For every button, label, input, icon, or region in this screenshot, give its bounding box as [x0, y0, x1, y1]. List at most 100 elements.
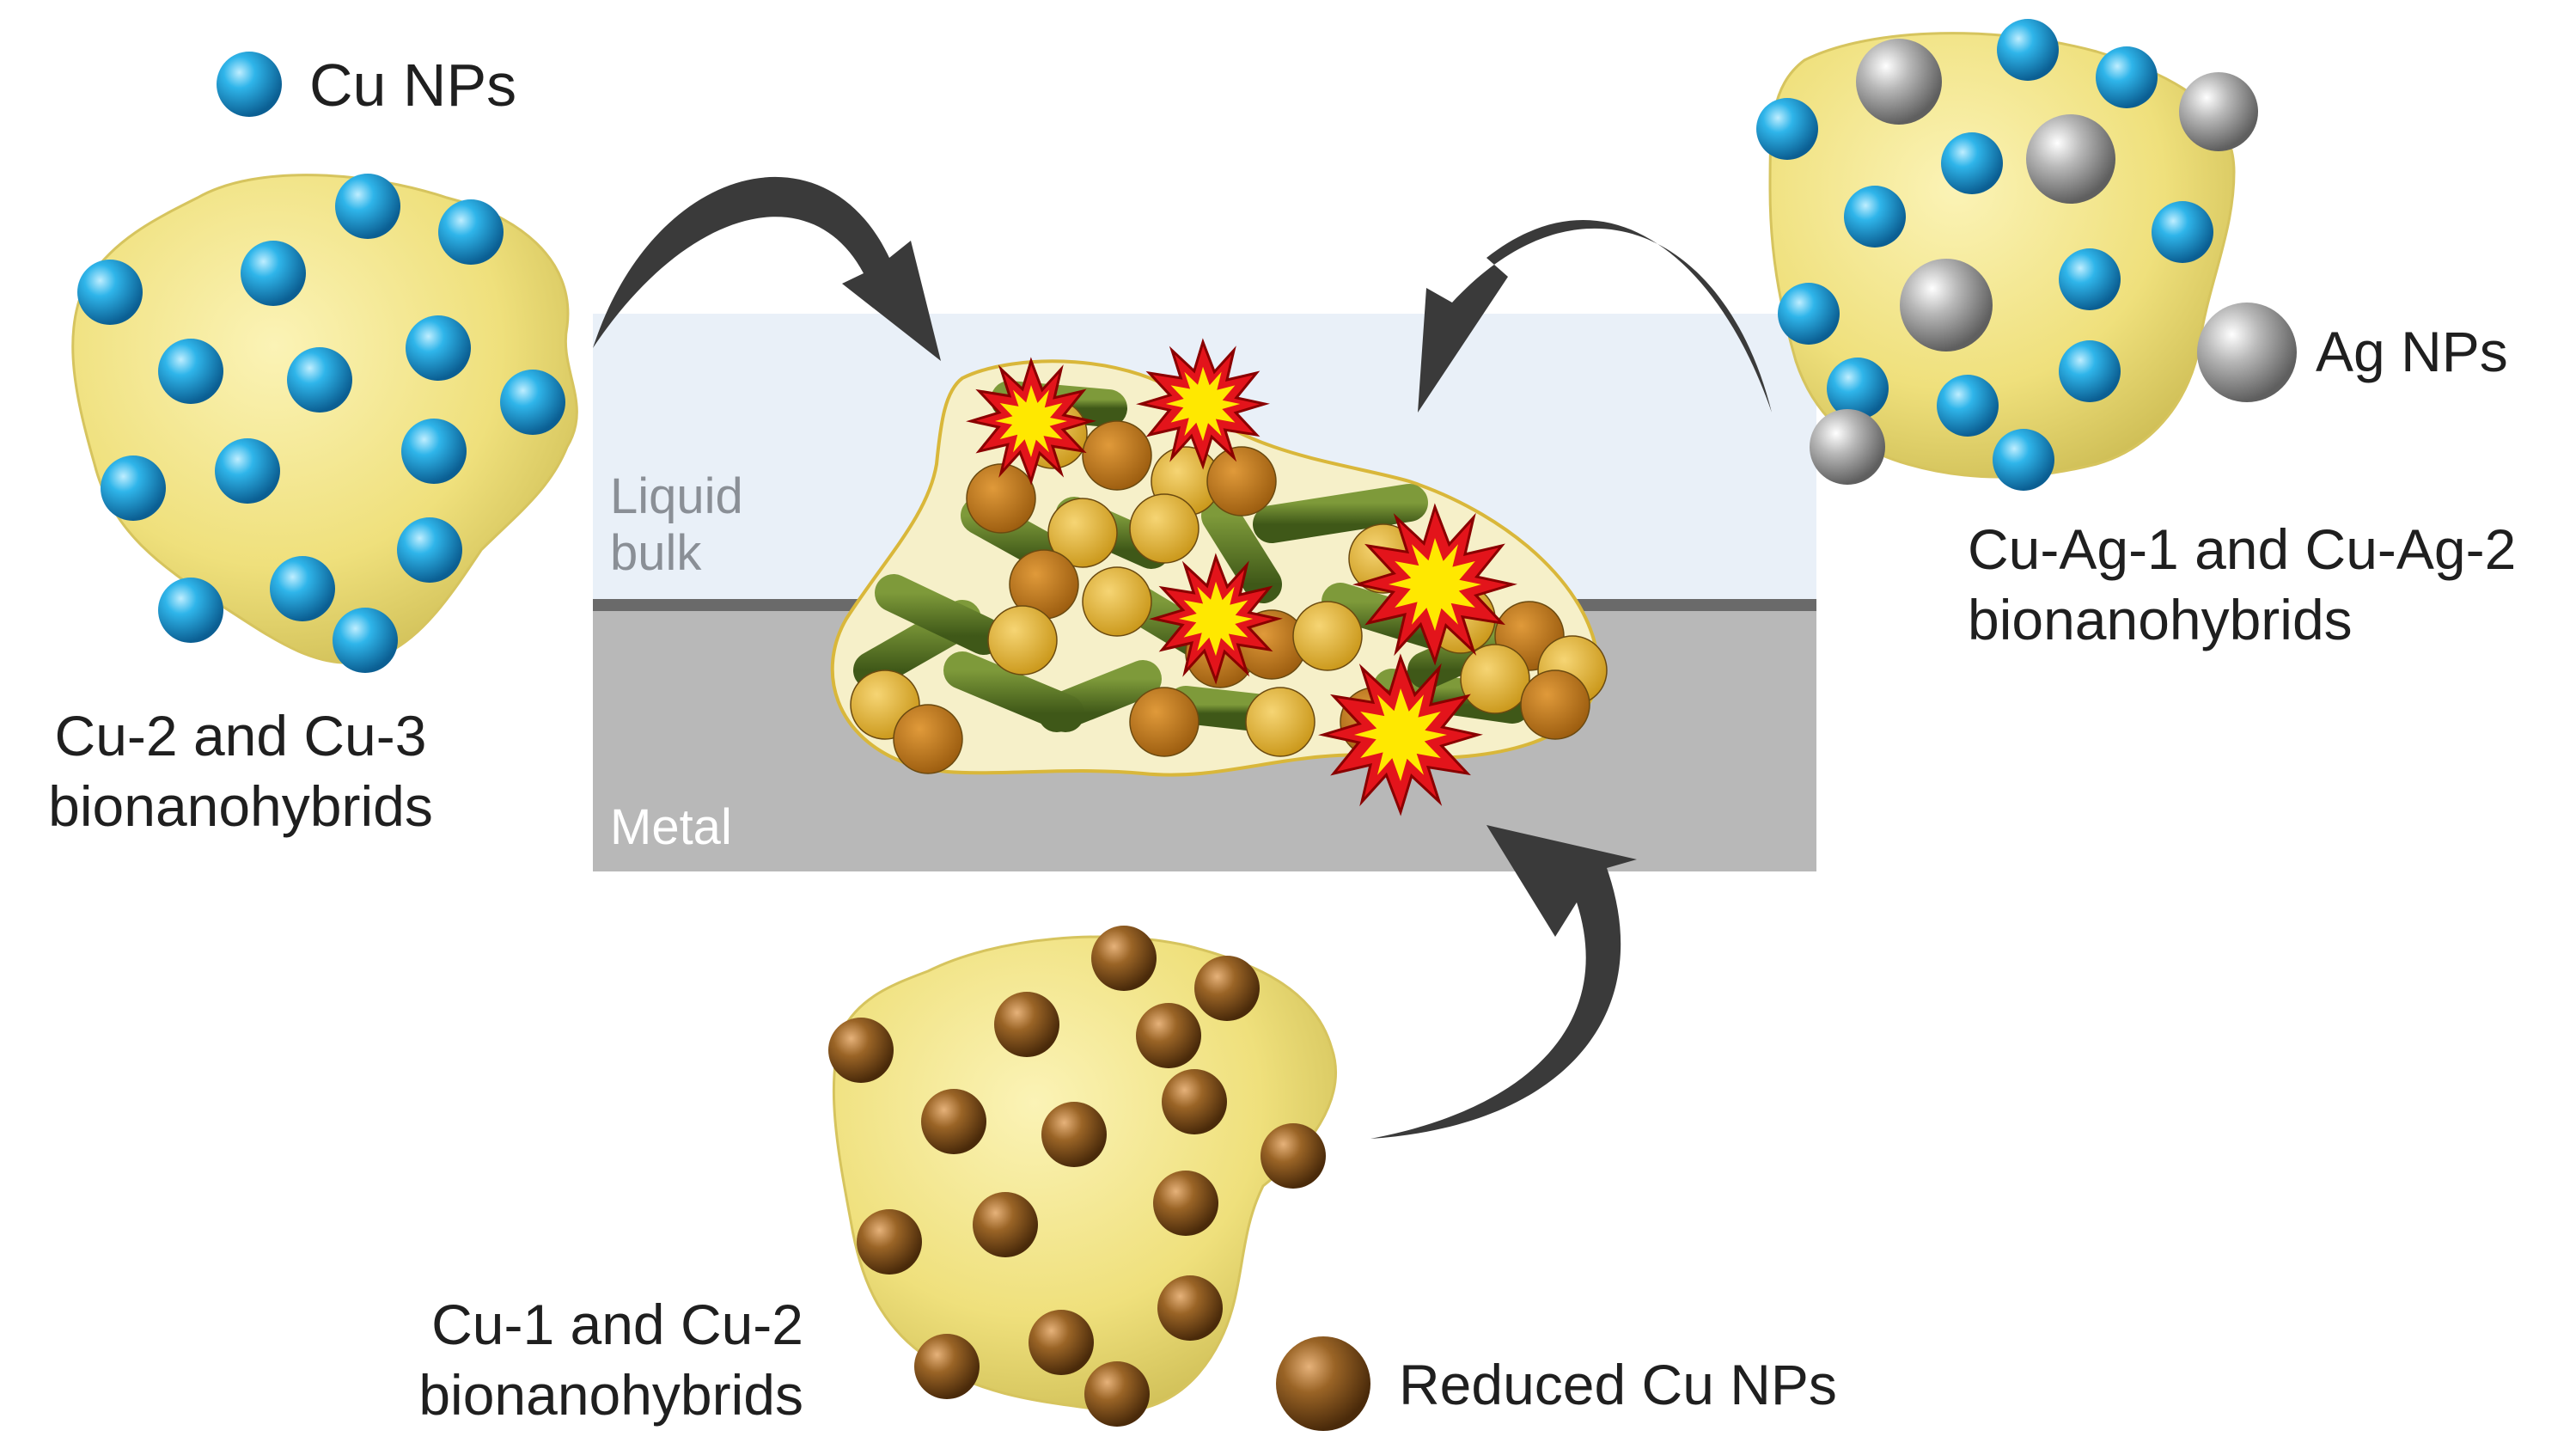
- corrosion-burst-icon: [1149, 553, 1283, 685]
- right-hybrid-label: Cu-Ag-1 and Cu-Ag-2 bionanohybrids: [1968, 514, 2569, 655]
- bottom-hybrid-label: Cu-1 and Cu-2 bionanohybrids: [309, 1289, 803, 1430]
- corrosion-burst-icon: [966, 357, 1096, 486]
- cu-np-sphere: [406, 315, 471, 381]
- hybrid-cu-blue: [71, 174, 578, 673]
- cu-np-sphere: [438, 199, 504, 265]
- left-hybrid-label-line1: Cu-2 and Cu-3: [54, 704, 427, 767]
- cu-np-sphere: [1937, 375, 1999, 437]
- cu-np-sphere: [158, 339, 223, 404]
- bacterium-coccus: [1292, 601, 1363, 671]
- reduced-cu-np-sphere: [994, 992, 1059, 1057]
- cu-np-sphere: [2152, 201, 2213, 263]
- cu-np-sphere: [2059, 340, 2121, 402]
- ag-np-sphere: [2179, 72, 2258, 151]
- legend-cu-nps-label: Cu NPs: [309, 52, 517, 119]
- cu-np-sphere: [2059, 248, 2121, 310]
- cu-np-sphere: [241, 241, 306, 306]
- left-hybrid-label: Cu-2 and Cu-3 bionanohybrids: [9, 700, 473, 841]
- bacterium-coccus: [1245, 687, 1315, 757]
- cu-np-sphere: [101, 455, 166, 521]
- bacterium-coccus: [1206, 446, 1277, 517]
- bacterium-coccus: [987, 605, 1058, 676]
- reduced-cu-np-sphere: [973, 1192, 1038, 1257]
- reduced-cu-np-sphere: [1194, 956, 1260, 1021]
- cu-np-sphere: [1993, 429, 2054, 491]
- cu-np-sphere: [335, 174, 400, 239]
- bacterium-rod: [875, 574, 1003, 655]
- bacterium-coccus: [1129, 687, 1199, 757]
- corrosion-burst-icon: [1318, 653, 1483, 816]
- cu-np-sphere: [287, 347, 352, 413]
- arrow-bottom-to-panel: [1370, 825, 1637, 1139]
- reduced-cu-np-sphere: [857, 1209, 922, 1275]
- liquid-bulk-label-line2: bulk: [610, 525, 702, 581]
- cu-np-sphere: [1844, 186, 1906, 248]
- cu-np-sphere: [1756, 98, 1818, 160]
- liquid-bulk-label-line1: Liquid: [610, 468, 743, 524]
- cu-np-sphere: [1778, 283, 1840, 345]
- ag-np-sphere: [1900, 259, 1993, 352]
- ag-np-sphere-group: [1756, 19, 2258, 491]
- cu-np-sphere: [1997, 19, 2059, 81]
- reduced-cu-np-sphere: [828, 1018, 894, 1083]
- bacterium-coccus: [1047, 498, 1118, 568]
- right-hybrid-label-line2: bionanohybrids: [1968, 588, 2353, 651]
- legend-cu-np-sphere: [217, 52, 282, 117]
- legend-ag-nps-label: Ag NPs: [2316, 320, 2508, 383]
- hybrid-reduced-cu: [828, 926, 1337, 1427]
- cu-np-sphere: [333, 608, 398, 673]
- reduced-cu-np-sphere: [1261, 1123, 1326, 1189]
- reduced-cu-np-sphere: [1091, 926, 1157, 991]
- corrosion-burst-icon: [1352, 503, 1517, 666]
- reduced-cu-np-sphere-group: [828, 926, 1326, 1427]
- bottom-hybrid-label-line2: bionanohybrids: [418, 1363, 803, 1427]
- cu-np-sphere: [401, 419, 467, 484]
- ag-np-sphere: [2026, 114, 2115, 204]
- corrosion-burst-icon: [1136, 338, 1270, 470]
- cu-np-sphere: [1827, 358, 1889, 419]
- cu-np-sphere: [2096, 46, 2158, 108]
- metal-label: Metal: [610, 799, 732, 855]
- legend-reduced-cu-nps-label: Reduced Cu NPs: [1399, 1353, 1837, 1416]
- cu-np-sphere: [158, 578, 223, 643]
- cu-np-sphere-group: [77, 174, 565, 673]
- legend-reduced-cu-np-sphere: [1276, 1336, 1370, 1431]
- ag-np-sphere: [1856, 39, 1942, 125]
- ag-np-sphere: [1810, 409, 1885, 485]
- bacterium-coccus: [1082, 566, 1152, 637]
- bacterium-coccus: [893, 704, 963, 774]
- reduced-cu-np-sphere: [1084, 1361, 1150, 1427]
- corrosion-burst-icons: [966, 338, 1517, 816]
- bacterium-rod: [943, 651, 1084, 732]
- reduced-cu-np-sphere: [1136, 1003, 1201, 1068]
- reduced-cu-np-sphere: [1153, 1171, 1218, 1236]
- reduced-cu-np-sphere: [1029, 1310, 1094, 1375]
- bacterium-rod: [1201, 497, 1282, 603]
- right-hybrid-label-line1: Cu-Ag-1 and Cu-Ag-2: [1968, 517, 2517, 581]
- reduced-cu-np-sphere: [1162, 1069, 1227, 1134]
- bacterium-rod: [1253, 484, 1428, 543]
- cu-np-sphere: [215, 438, 280, 504]
- bacterium-coccus: [1460, 644, 1530, 714]
- liquid-bulk-label: Liquid bulk: [610, 468, 743, 582]
- left-hybrid-label-line2: bionanohybrids: [48, 774, 433, 838]
- bacterium-coccus: [1520, 669, 1590, 740]
- bacterium-coccus: [1129, 493, 1199, 564]
- cu-np-sphere: [397, 517, 462, 583]
- bottom-hybrid-label-line1: Cu-1 and Cu-2: [431, 1293, 803, 1356]
- bacterium-coccus: [966, 463, 1036, 534]
- reduced-cu-np-sphere: [1157, 1275, 1223, 1341]
- reduced-cu-np-sphere: [1041, 1102, 1107, 1167]
- legend-ag-np-sphere: [2197, 303, 2297, 402]
- cu-np-sphere: [1941, 132, 2003, 194]
- biofilm-cluster: [830, 338, 1608, 816]
- bacterium-coccus: [1082, 420, 1152, 491]
- reduced-cu-np-sphere: [921, 1089, 986, 1154]
- cu-np-sphere: [500, 370, 565, 435]
- cu-np-sphere: [270, 556, 335, 621]
- hybrid-cu-ag: [1756, 19, 2258, 491]
- cu-np-sphere: [77, 260, 143, 325]
- arrow-left-to-panel: [593, 176, 941, 361]
- reduced-cu-np-sphere: [914, 1334, 980, 1399]
